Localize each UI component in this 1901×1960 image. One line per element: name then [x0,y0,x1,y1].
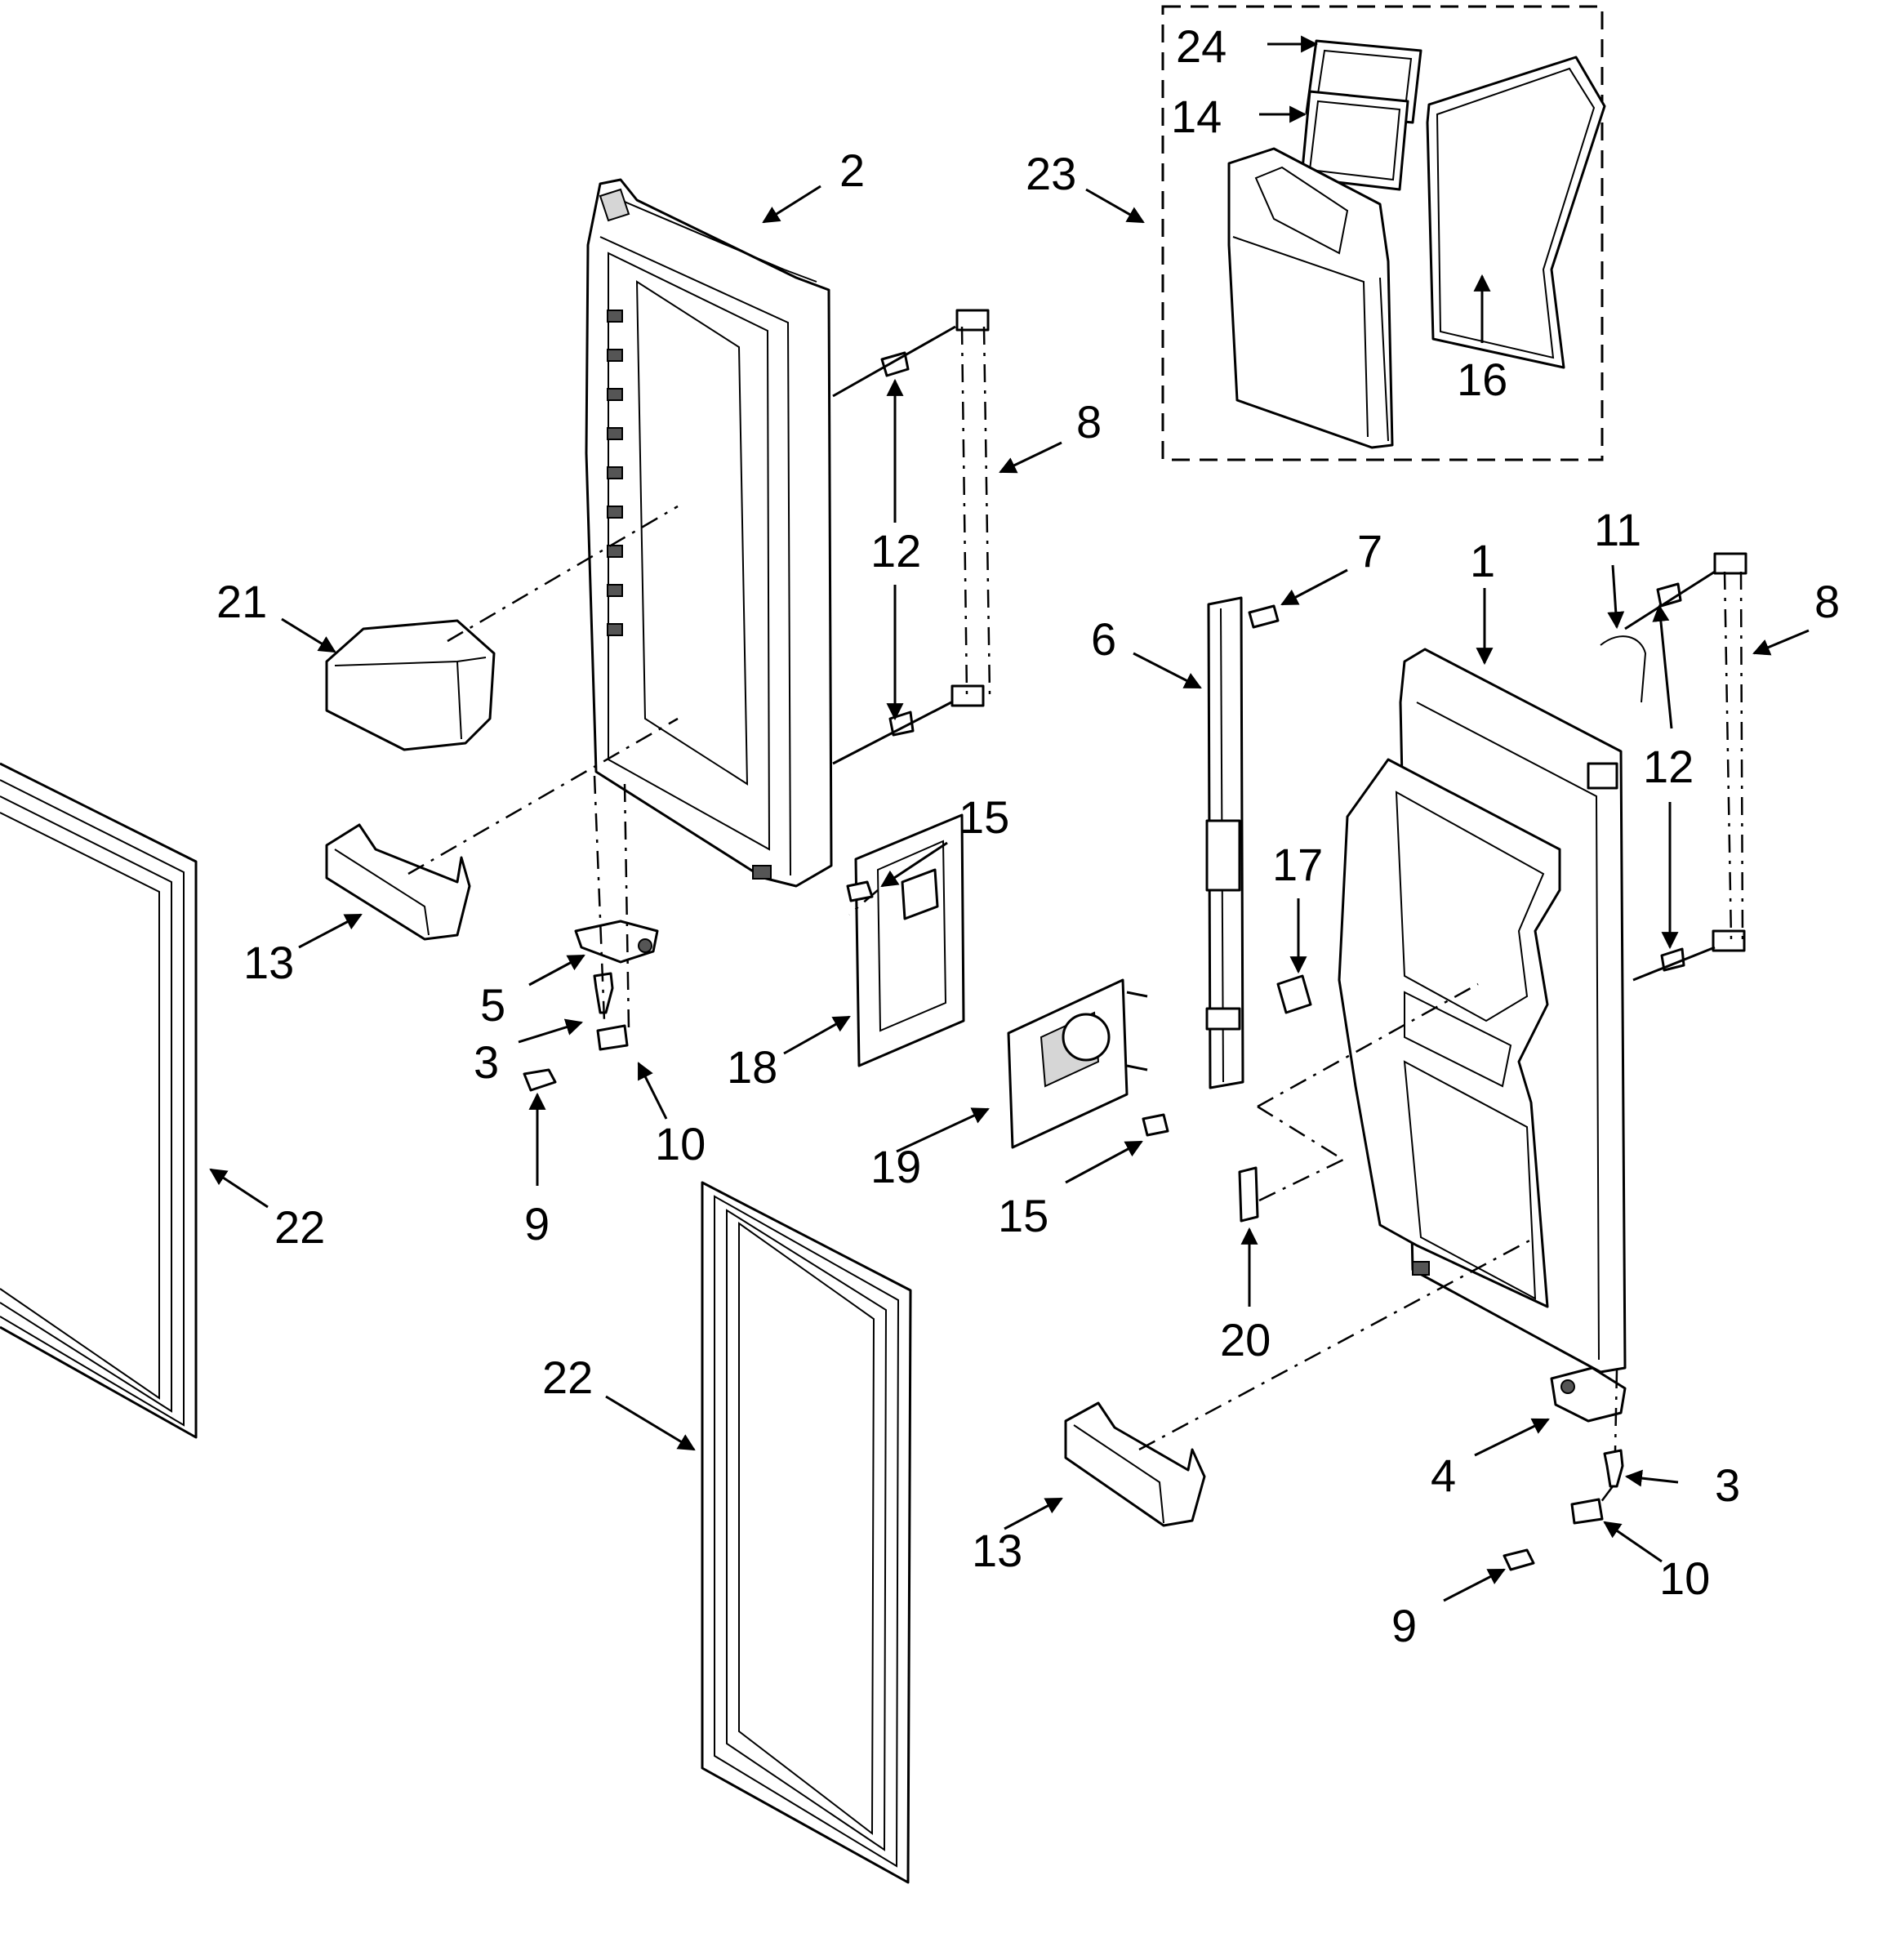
callout-3-right: 3 [1715,1459,1740,1511]
callout-5: 5 [480,979,505,1031]
part-9-bolt-left [523,1068,557,1092]
part-22-bottom-gasket [701,1181,912,1884]
part-22-left-gasket [0,762,198,1439]
right-hinge-bracket-8 [1712,552,1747,952]
part-10-block-right [1570,1498,1604,1525]
part-12-pins-right [1624,570,1716,982]
callout-18: 18 [727,1041,777,1093]
callout-9-left: 9 [524,1198,550,1250]
part-9-bolt-right [1503,1548,1535,1571]
callout-15-upper: 15 [959,791,1009,843]
part-19-motor-board [1007,978,1148,1149]
part-12-pins-left [832,325,956,765]
callout-13-right: 13 [972,1525,1022,1576]
part-5-hinge [574,920,659,964]
callout-9-right: 9 [1391,1600,1417,1651]
part-6-bar [1205,596,1244,1089]
callout-4: 4 [1431,1450,1456,1501]
callout-15-lower: 15 [998,1190,1048,1241]
callout-8-right: 8 [1814,576,1840,627]
callout-3-left: 3 [474,1036,499,1088]
left-hinge-bracket-8 [950,309,991,707]
callout-24: 24 [1176,20,1227,72]
part-20-switch [1238,1166,1259,1223]
callout-19: 19 [870,1141,921,1192]
part-7-screw [1248,604,1280,629]
callout-12-left: 12 [870,525,921,577]
part-15-screw-upper [846,880,874,902]
callout-21: 21 [216,576,267,627]
callout-16: 16 [1457,354,1507,405]
callout-13-left: 13 [243,937,294,988]
callout-22-left: 22 [274,1201,325,1253]
part-17-knob [1276,974,1312,1014]
dispenser-cover-assembly-box [1161,5,1604,461]
callout-1: 1 [1470,535,1495,586]
callout-12-right: 12 [1643,741,1694,792]
callout-8-left: 8 [1076,396,1102,448]
part-16-gasket-panel [1426,56,1606,369]
part-1-right-door [1338,648,1627,1374]
callout-10-right: 10 [1659,1552,1710,1604]
part-15-screw-lower [1142,1113,1169,1137]
part-18-panel [848,813,965,1067]
callout-23: 23 [1026,148,1076,199]
callout-7: 7 [1357,525,1382,577]
callout-20: 20 [1220,1314,1271,1365]
callout-6: 6 [1091,613,1116,665]
callout-14: 14 [1171,91,1222,142]
callout-22-bottom: 22 [542,1352,593,1403]
callout-labels: 24 14 23 16 2 8 12 21 13 5 3 9 10 22 15 … [216,20,1840,1651]
part-2-left-door [585,178,833,888]
part-3-screw-left [593,972,614,1014]
part-13-right-shelf [1064,1238,1532,1527]
leader-arrows [209,35,1810,1602]
part-21-bin [325,505,679,751]
callout-10-left: 10 [655,1118,706,1169]
part-23-cover [1227,147,1394,449]
callout-17: 17 [1272,839,1323,890]
part-13-left-shelf [325,717,679,941]
part-14-frame [1300,90,1409,191]
part-11-tube [1600,635,1647,703]
part-10-block-left [596,1024,629,1051]
callout-11: 11 [1594,504,1641,555]
part-3-screw-right [1603,1449,1624,1488]
callout-2: 2 [839,145,865,196]
part-4-hinge [1550,1366,1627,1423]
